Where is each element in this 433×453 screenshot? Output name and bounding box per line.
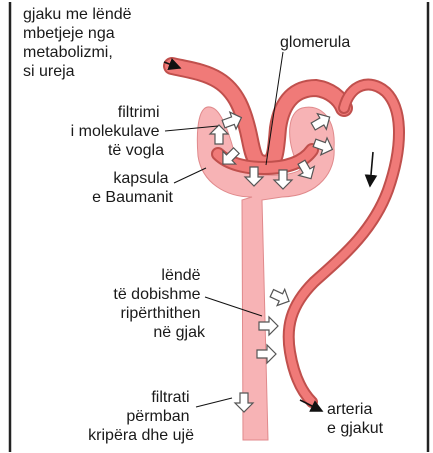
flow-arrow-icon [370,152,373,186]
blood-in-line: metabolizmi, [23,44,113,61]
filtration-line: të vogla [108,142,164,159]
artery-out-label: arteria e gjakut [327,401,384,437]
reabsorption-line: lëndë [161,267,200,284]
filtration-label: filtrimi i molekulave të vogla [71,104,164,159]
filtrate-leader [196,398,232,407]
filtration-line: filtrimi [118,104,160,121]
reabsorption-line: ripërthithen [121,305,201,322]
filtrate-line: përmban [126,408,189,425]
capsule-line: e Baumanit [92,189,173,206]
capsule-label: kapsula e Baumanit [92,170,173,206]
artery-out-line: arteria [327,401,372,418]
blood-in-line: mbetjeje nga [23,25,115,42]
blood-in-line: si ureja [23,63,75,80]
filtration-line: i molekulave [71,123,160,140]
capsule-leader [174,168,206,183]
filtrate-label: filtrati përmban kripëra dhe ujë [88,389,194,444]
blood-in-label: gjaku me lëndë mbetjeje nga metabolizmi,… [23,6,136,80]
artery-out-line: e gjakut [327,420,384,437]
blood-in-line: gjaku me lëndë [23,6,132,23]
capsule-line: kapsula [113,170,168,187]
reabsorption-line: të dobishme [113,286,200,303]
filtrate-line: filtrati [151,389,189,406]
reabsorption-label: lëndë të dobishme ripërthithen në gjak [113,267,206,341]
glomerulus-line: glomerula [280,34,350,51]
reabsorption-line: në gjak [153,324,206,341]
glomerulus-label: glomerula [280,34,350,51]
filtrate-line: kripëra dhe ujë [88,427,194,444]
